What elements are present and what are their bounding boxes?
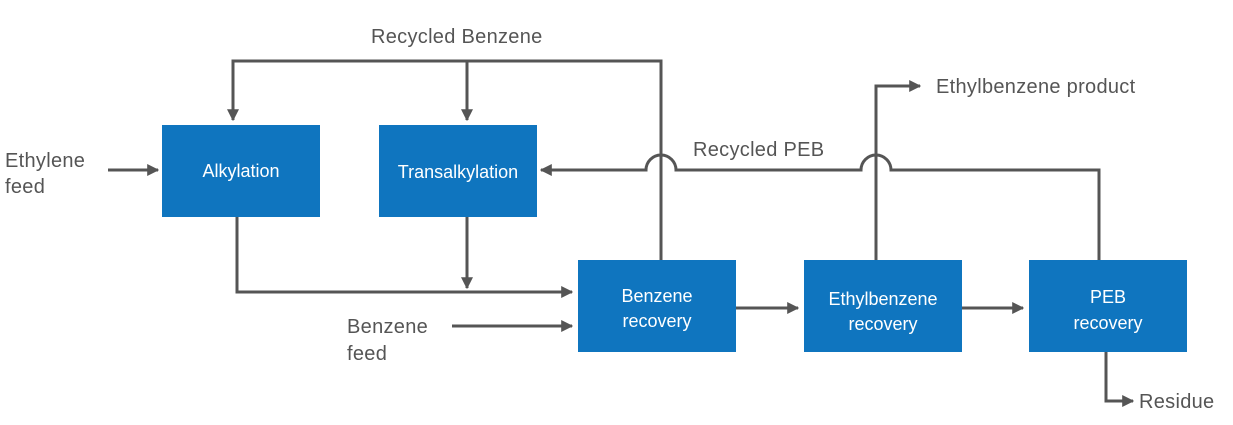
- transalkylation-box: Transalkylation: [379, 125, 537, 217]
- benzene-recovery-label-line2: recovery: [622, 311, 691, 331]
- alkylation-label: Alkylation: [202, 161, 279, 181]
- ethylbenzene-recovery-label-line1: Ethylbenzene: [828, 289, 937, 309]
- recycled-peb-label: Recycled PEB: [693, 139, 824, 161]
- benzene-feed-label-line2: feed: [347, 343, 387, 365]
- alkylation-box: Alkylation: [162, 125, 320, 217]
- ethylbenzene-recovery-label-line2: recovery: [848, 314, 917, 334]
- recycled-benzene-line: [227, 59, 663, 260]
- recycled-benzene-label: Recycled Benzene: [371, 26, 543, 48]
- ethylbenzene-recovery-box: Ethylbenzene recovery: [804, 260, 962, 352]
- recycled-peb-line: [539, 153, 1101, 260]
- residue-line: [1104, 352, 1135, 407]
- peb-recovery-label-line2: recovery: [1073, 313, 1142, 333]
- residue-label: Residue: [1139, 391, 1214, 413]
- transalkylation-label: Transalkylation: [398, 162, 518, 182]
- ethylbenzene-product-label: Ethylbenzene product: [936, 76, 1136, 98]
- alkylation-output-line: [235, 217, 574, 298]
- benzene-recovery-label-line1: Benzene: [621, 286, 692, 306]
- benzene-recovery-box: Benzene recovery: [578, 260, 736, 352]
- ethylbenzene-product-line: [874, 80, 922, 260]
- peb-recovery-box: PEB recovery: [1029, 260, 1187, 352]
- peb-recovery-label-line1: PEB: [1090, 287, 1126, 307]
- ethylene-feed-label-line1: Ethylene: [5, 150, 85, 172]
- benzene-feed-label-line1: Benzene: [347, 316, 428, 338]
- ethylene-feed-label-line2: feed: [5, 176, 45, 198]
